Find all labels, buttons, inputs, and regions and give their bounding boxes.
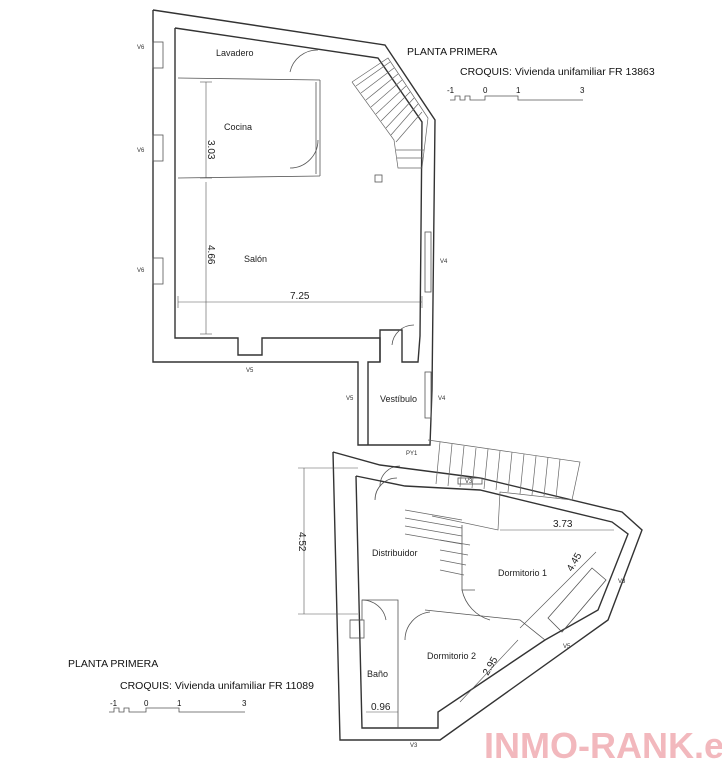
- window-v3-top: [457, 477, 483, 485]
- dim-line-295: [459, 639, 519, 703]
- door-lavadero: [289, 49, 319, 73]
- window-code-v5-vestibule: V5: [346, 396, 354, 402]
- window-v4-right: [424, 231, 432, 293]
- partition-dorm2: [424, 609, 546, 641]
- door-bano: [361, 599, 387, 621]
- lower-plan-subtitle: CROQUIS: Vivienda unifamiliar FR 11089: [120, 680, 314, 692]
- dim-label-303: 3.03: [205, 140, 216, 160]
- window-code-v4-vestibule: V4: [438, 396, 446, 402]
- window-code-v5-bottom: V5: [246, 368, 254, 374]
- dim-label-452: 4.52: [296, 532, 307, 552]
- door-distribuidor: [374, 477, 398, 501]
- lower-stair: [404, 439, 581, 576]
- upper-scale-label-m1: -1: [447, 86, 455, 95]
- window-v4-vestibule: [424, 371, 432, 419]
- dim-label-445: 4.45: [565, 551, 584, 574]
- lower-scale-label-m1: -1: [110, 699, 118, 708]
- dim-label-725: 7.25: [290, 291, 310, 302]
- upper-stair: [351, 57, 429, 169]
- upper-inner-left: [174, 28, 381, 362]
- window-code-v3-bottom: V3: [410, 743, 418, 749]
- door-vestibule: [391, 324, 415, 346]
- dim-label-466: 4.66: [205, 245, 216, 265]
- room-label-distribuidor: Distribuidor: [372, 548, 418, 558]
- dim-line-445: [519, 551, 597, 629]
- lower-outer-wall: [332, 451, 643, 741]
- window-v6-bottom: [152, 257, 164, 285]
- door-dormitorio2: [404, 611, 431, 641]
- room-label-lavadero: Lavadero: [216, 48, 254, 58]
- window-code-v5-right: V5: [563, 644, 571, 650]
- upper-plan-subtitle: CROQUIS: Vivienda unifamiliar FR 13863: [460, 66, 655, 78]
- lower-scale-bar: -1 0 1 3: [109, 699, 247, 713]
- window-code-v6-top: V6: [137, 45, 145, 51]
- window-code-py1: PY1: [406, 451, 418, 457]
- upper-inner-wall: [174, 27, 423, 445]
- window-code-v4-right: V4: [440, 259, 448, 265]
- column-marker: [374, 174, 383, 183]
- window-v6-mid: [152, 134, 164, 162]
- window-code-v3-right: V3: [618, 579, 626, 585]
- room-label-dormitorio2: Dormitorio 2: [427, 651, 476, 661]
- room-label-cocina: Cocina: [224, 122, 252, 132]
- lower-plan: Distribuidor Dormitorio 1 Dormitorio 2 B…: [68, 439, 643, 749]
- room-label-salon: Salón: [244, 254, 267, 264]
- upper-scale-label-3: 3: [580, 86, 585, 95]
- window-code-v3-top: V3: [465, 479, 473, 485]
- door-dormitorio1: [461, 589, 491, 621]
- partition-cocina: [177, 175, 321, 179]
- upper-plan-title: PLANTA PRIMERA: [407, 46, 497, 58]
- lower-scale-label-1: 1: [177, 699, 182, 708]
- room-label-dormitorio1: Dormitorio 1: [498, 568, 547, 578]
- window-code-v6-mid: V6: [137, 148, 145, 154]
- lower-scale-label-0: 0: [144, 699, 149, 708]
- room-label-bano: Baño: [367, 669, 388, 679]
- upper-scale-label-0: 0: [483, 86, 488, 95]
- upper-scale-label-1: 1: [516, 86, 521, 95]
- dim-label-373: 3.73: [553, 519, 573, 530]
- dim-label-295: 2.95: [481, 655, 500, 678]
- window-code-v6-bottom: V6: [137, 268, 145, 274]
- upper-outer-wall: [152, 9, 436, 446]
- partition-dorm1: [461, 525, 475, 591]
- watermark-logo: INMO-RANK.es: [484, 725, 722, 766]
- door-py1: [379, 465, 401, 487]
- dim-label-096: 0.96: [371, 702, 391, 713]
- room-label-vestibulo: Vestíbulo: [380, 394, 417, 404]
- partition-lavadero: [177, 77, 321, 81]
- window-v5-right: [547, 567, 607, 633]
- bano-recess: [349, 619, 365, 639]
- window-v6-top: [152, 41, 164, 69]
- upper-scale-bar: -1 0 1 3: [447, 86, 585, 101]
- door-cocina: [289, 139, 319, 169]
- lower-plan-title: PLANTA PRIMERA: [68, 658, 158, 670]
- upper-plan: Lavadero Cocina Salón Vestíbulo 3.03 4.6…: [137, 9, 655, 487]
- lower-scale-label-3: 3: [242, 699, 247, 708]
